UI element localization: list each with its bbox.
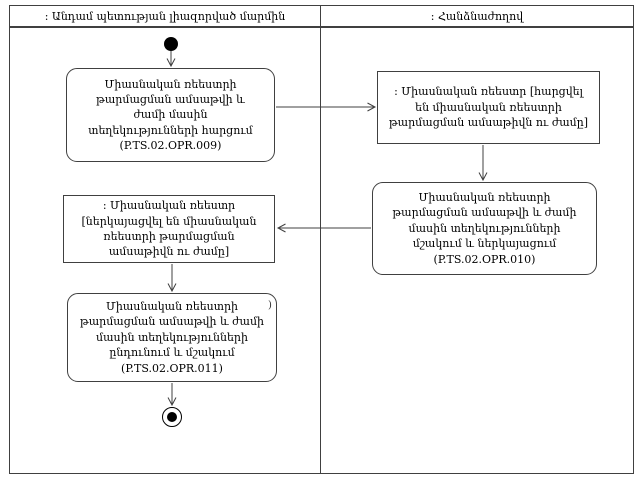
activity-node-receive-process: Միասնական ռեեստրի թարմացման ամսաթվի և ժա… [67,293,277,382]
object-node-label: : Միասնական ռեեստր [հարցվել են միասնական… [388,85,589,130]
lane-title-text: : Անդամ պետության լիազորված մարմին [44,10,286,23]
final-node-dot [167,412,177,422]
final-node [162,407,182,427]
activity-node-label: Միասնական ռեեստրի թարմացման ամսաթվի և ժա… [88,77,253,153]
stray-mark: ) [268,300,272,311]
swimlane-divider [320,5,321,474]
lane-header-separator [9,26,634,28]
activity-node-label: Միասնական ռեեստրի թարմացման ամսաթվի և ժա… [392,191,577,266]
initial-node [164,37,178,51]
object-node-label: : Միասնական ռեեստր [ներկայացվել են միասն… [81,199,257,259]
object-node-registry-requested: : Միասնական ռեեստր [հարցվել են միասնական… [377,71,600,144]
lane-header-authorized-body: : Անդամ պետության լիազորված մարմին [10,10,320,23]
lane-title-text: : Հանձնաժողով [430,10,524,23]
activity-node-process-present: Միասնական ռեեստրի թարմացման ամսաթվի և ժա… [372,182,597,275]
activity-node-label: Միասնական ռեեստրի թարմացման ամսաթվի և ժա… [80,300,265,375]
object-node-registry-presented: : Միասնական ռեեստր [ներկայացվել են միասն… [63,195,275,263]
diagram-frame [9,5,634,474]
lane-header-commission: : Հանձնաժողով [321,10,633,23]
activity-node-request: Միասնական ռեեստրի թարմացման ամսաթվի և ժա… [66,68,275,162]
